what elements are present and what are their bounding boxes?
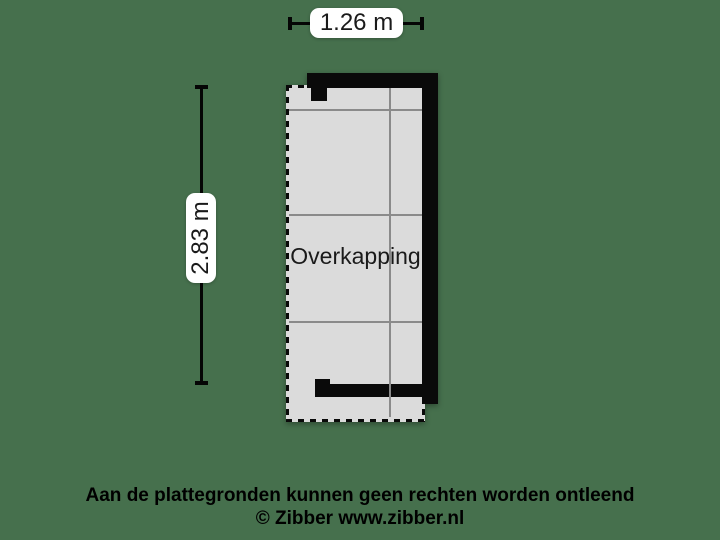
- wall-right: [422, 73, 438, 404]
- height-dimension-tick-top: [195, 85, 208, 89]
- width-dimension-value: 1.26 m: [319, 9, 394, 36]
- width-dimension-label: 1.26 m: [310, 8, 403, 38]
- room-label: Overkapping: [290, 243, 421, 269]
- width-dimension-tick-right: [420, 17, 424, 30]
- width-dimension-tick-left: [288, 17, 292, 30]
- wall-stub-bottom-left: [315, 379, 330, 397]
- copyright-text: © Zibber www.zibber.nl: [255, 508, 465, 529]
- wall-bottom-inner: [315, 384, 425, 397]
- roof-panel-line-3: [289, 321, 422, 323]
- wall-top: [307, 73, 438, 88]
- footer: Aan de plattegronden kunnen geen rechten…: [0, 484, 720, 530]
- height-dimension-label: 2.83 m: [186, 193, 216, 283]
- height-dimension-value: 2.83 m: [187, 201, 214, 275]
- disclaimer-text: Aan de plattegronden kunnen geen rechten…: [85, 485, 635, 506]
- height-dimension-tick-bottom: [195, 381, 208, 385]
- room-area-overkapping: [286, 85, 425, 422]
- wall-stub-top-left: [311, 88, 327, 101]
- roof-panel-line-1: [289, 109, 422, 111]
- roof-panel-line-vertical: [389, 88, 391, 417]
- roof-panel-line-2: [289, 214, 422, 216]
